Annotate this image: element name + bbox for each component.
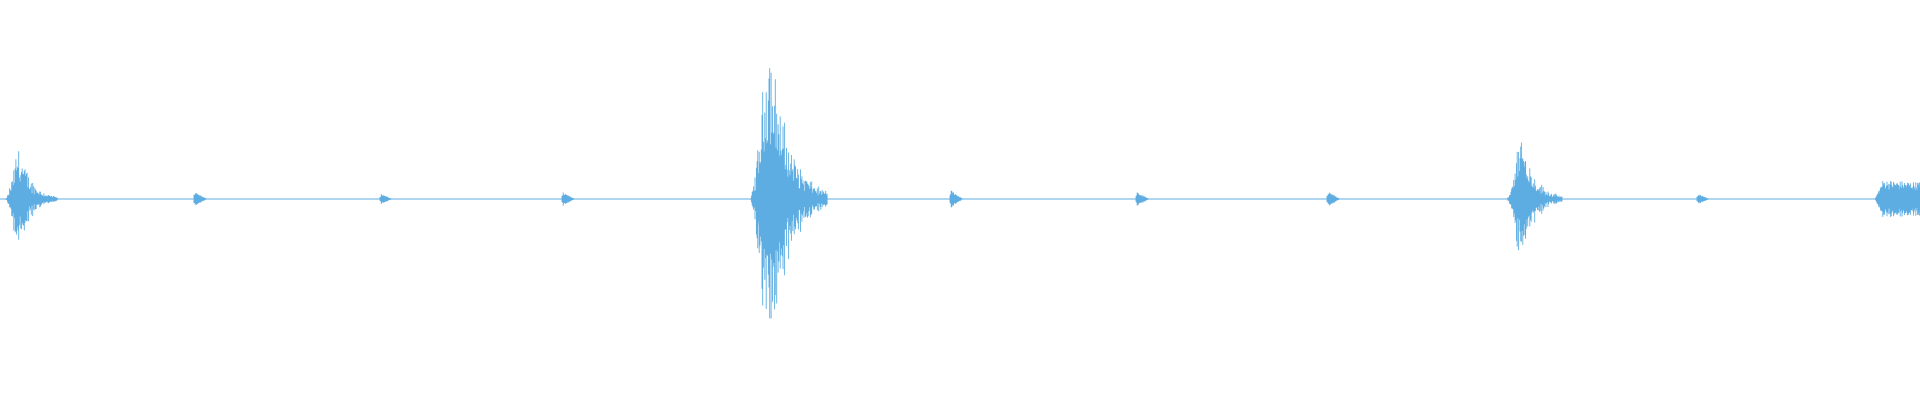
waveform-event-4 (561, 192, 576, 206)
waveform-event-2 (193, 193, 208, 205)
waveform-click-samples (949, 190, 964, 208)
waveform-burst-samples (750, 68, 828, 319)
waveform-event-8 (1326, 192, 1341, 206)
waveform-click-samples (1696, 194, 1711, 204)
waveform-click-samples (1135, 192, 1150, 206)
waveform-click-samples (1326, 192, 1341, 206)
waveform-click-samples (379, 194, 394, 204)
waveform-event-11 (1875, 181, 1920, 217)
waveform-event-5 (750, 68, 828, 319)
waveform-event-3 (379, 194, 394, 204)
waveform-burst-samples (1506, 142, 1563, 250)
waveform-event-10 (1696, 194, 1711, 204)
waveform-event-7 (1135, 192, 1150, 206)
waveform-event-9 (1506, 142, 1563, 250)
waveform-tail-samples (1875, 181, 1920, 217)
waveform-click-samples (561, 192, 576, 206)
waveform-event-1 (5, 151, 58, 240)
waveform-click-samples (193, 193, 208, 205)
waveform-burst-samples (5, 151, 58, 240)
waveform-event-6 (949, 190, 964, 208)
waveform-bursts (5, 68, 1920, 319)
